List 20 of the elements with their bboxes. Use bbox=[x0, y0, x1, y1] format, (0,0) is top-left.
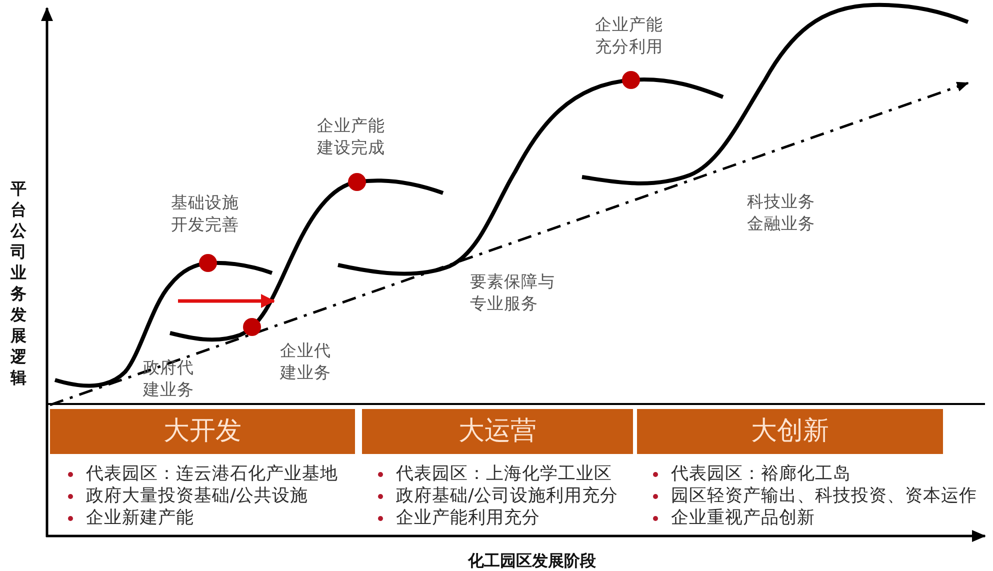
bullet-text: 代表园区：裕廊化工岛 bbox=[671, 463, 851, 485]
bullet-text: 代表园区：上海化学工业区 bbox=[396, 463, 612, 485]
bullet-text: 企业新建产能 bbox=[86, 507, 194, 529]
curve-annotation: 企业产能充分利用 bbox=[595, 14, 664, 58]
bullet-text: 企业重视产品创新 bbox=[671, 507, 815, 529]
curve-annotation: 企业代建业务 bbox=[280, 340, 332, 384]
phase-band: 大创新 bbox=[637, 409, 943, 454]
bullet-text: 政府大量投资基础/公共设施 bbox=[86, 485, 308, 507]
y-axis-label: 平台公司业务发展逻辑 bbox=[10, 178, 27, 388]
curve-annotation: 要素保障与专业服务 bbox=[470, 271, 556, 315]
curve-annotation: 企业产能建设完成 bbox=[317, 115, 386, 159]
x-axis-label: 化工园区发展阶段 bbox=[468, 551, 596, 571]
phase-band: 大开发 bbox=[50, 409, 355, 454]
curve-annotation: 基础设施开发完善 bbox=[171, 192, 240, 236]
curve-annotation: 科技业务金融业务 bbox=[747, 191, 816, 235]
bullet-text: 企业产能利用充分 bbox=[396, 507, 540, 529]
bullet-text: 园区轻资产输出、科技投资、资本运作 bbox=[671, 485, 977, 507]
bullet-text: 代表园区：连云港石化产业基地 bbox=[86, 463, 338, 485]
bullet-text: 政府基础/公司设施利用充分 bbox=[396, 485, 618, 507]
phase-band: 大运营 bbox=[362, 409, 633, 454]
